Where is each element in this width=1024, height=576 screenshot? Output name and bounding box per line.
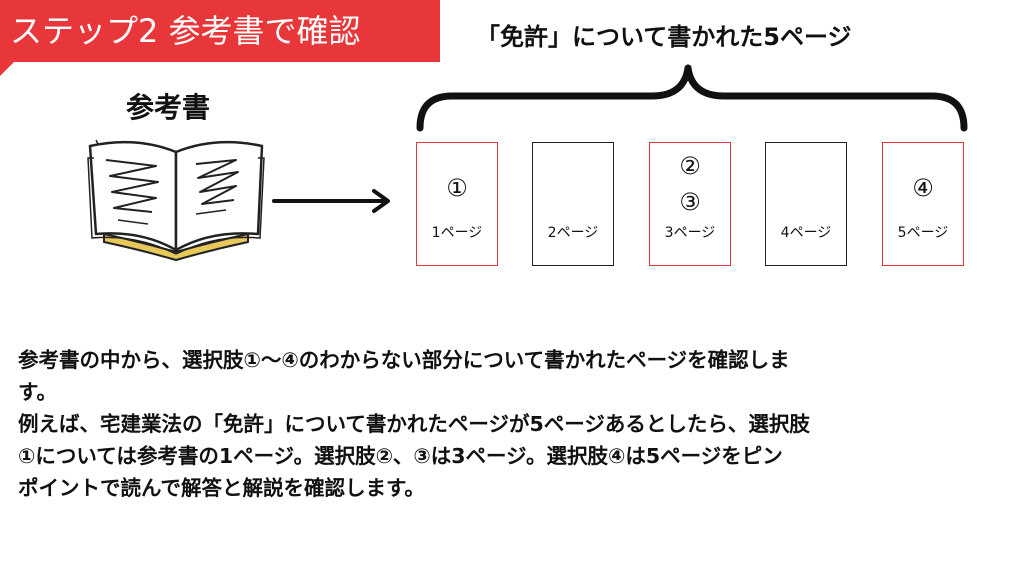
open-book-icon — [87, 139, 265, 262]
explanation-line: す。 — [18, 380, 57, 404]
page-title: ステップ2 参考書で確認 — [10, 12, 361, 50]
explanation-line: ①については参考書の1ページ。選択肢②、③は3ページ。選択肢④は5ページをピン — [18, 444, 783, 468]
explanation-text: 参考書の中から、選択肢①〜④のわからない部分について書かれたページを確認しま す… — [18, 344, 1008, 504]
choice-marker-4: ④ — [912, 174, 934, 202]
arrow-right-icon — [272, 189, 390, 213]
choice-marker-2: ② — [679, 152, 701, 180]
page-label: 1ページ — [431, 225, 483, 241]
pages-caption: 「免許」について書かれた5ページ — [476, 23, 852, 51]
curly-brace — [416, 64, 968, 132]
explanation-line: 例えば、宅建業法の「免許」について書かれたページが5ページあるとしたら、選択肢 — [18, 412, 810, 436]
choice-marker-3: ③ — [679, 188, 701, 216]
banner-tail — [0, 62, 14, 76]
page-card-2: 2ページ — [532, 142, 614, 266]
page-label: 3ページ — [664, 225, 716, 241]
explanation-line: ポイントで読んで解答と解説を確認します。 — [18, 476, 425, 500]
page-label: 4ページ — [780, 225, 832, 241]
page-card-4: 4ページ — [765, 142, 847, 266]
page-label: 2ページ — [547, 225, 599, 241]
explanation-line: 参考書の中から、選択肢①〜④のわからない部分について書かれたページを確認しま — [18, 348, 790, 372]
page-card-5: ④ 5ページ — [882, 142, 964, 266]
page-label: 5ページ — [897, 225, 949, 241]
book-label: 参考書 — [125, 91, 210, 124]
page-card-1: ① 1ページ — [416, 142, 498, 266]
title-banner — [0, 0, 440, 62]
choice-marker-1: ① — [446, 174, 468, 202]
page-card-3: ② ③ 3ページ — [649, 142, 731, 266]
